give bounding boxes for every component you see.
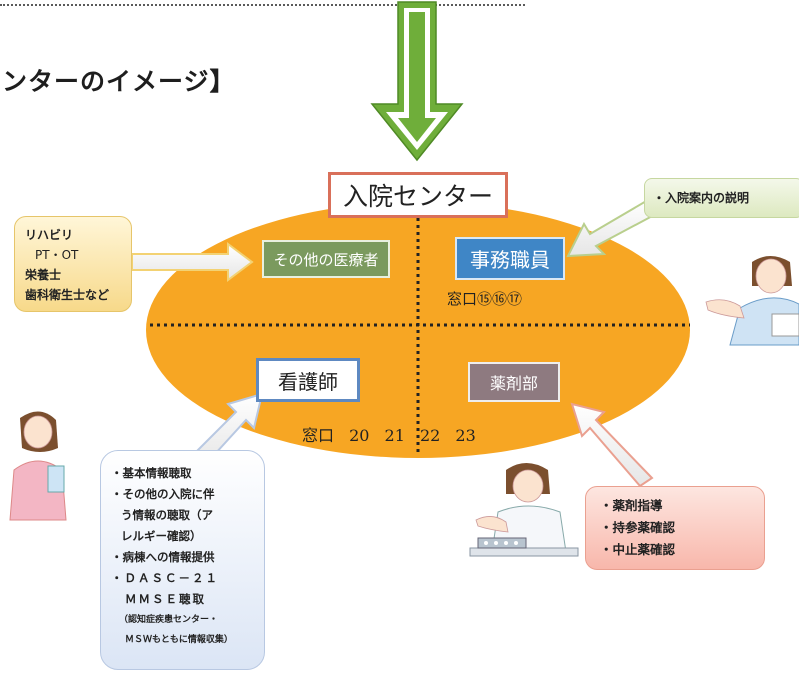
rehab-line: 歯科衛生士など [25, 288, 110, 302]
nurse-task-line: ・病棟への情報提供 [111, 550, 215, 564]
nurse-box: 看護師 [256, 358, 360, 402]
window-numbers-bottom: 窓口 20 21 22 23 [302, 426, 476, 445]
nurse-task-line: ・基本情報聴取 [111, 466, 192, 480]
pharmacy-tasks-callout: ・薬剤指導 ・持参薬確認 ・中止薬確認 [585, 486, 765, 570]
window-numbers-top: 窓口⑮⑯⑰ [447, 290, 523, 308]
nurse-figure-icon [9, 411, 67, 521]
rehab-line: PT・OT [35, 248, 79, 262]
admission-info-callout: ・入院案内の説明 [644, 178, 799, 218]
arrow-pharm-icon [570, 402, 654, 488]
nurse-task-line: ＭＭＳＥ聴取 [125, 592, 206, 606]
pharmacy-box: 薬剤部 [468, 362, 560, 402]
nurse-tasks-callout: ・基本情報聴取 ・その他の入院に伴 う情報の聴取（ア レルギー確認） ・病棟への… [100, 450, 265, 670]
clerk-figure-icon [705, 256, 799, 346]
pharmacist-figure-icon [469, 463, 579, 557]
info-line: ・入院案内の説明 [653, 191, 750, 205]
nurse-task-line: ・その他の入院に伴 [111, 487, 215, 501]
page-heading: ンターのイメージ】 [2, 67, 236, 96]
nurse-task-line: う情報の聴取（ア [121, 508, 213, 522]
down-arrow-icon [370, 1, 464, 162]
rehab-line: リハビリ [25, 228, 74, 242]
rehab-line: 栄養士 [25, 268, 62, 282]
nurse-note-line: ＭＳＷもともに情報収集） [125, 635, 233, 645]
nurse-task-line: ・ＤＡＳＣ－２１ [111, 571, 219, 585]
center-title-box: 入院センター [328, 172, 508, 218]
pharm-task-line: ・薬剤指導 [600, 498, 663, 513]
other-staff-box: その他の医療者 [262, 240, 390, 278]
pharm-task-line: ・持参薬確認 [600, 520, 676, 535]
top-dotted-border [0, 0, 525, 6]
nurse-note-line: （認知症疾患センター・ [119, 615, 219, 625]
arrow-info-icon [566, 198, 658, 258]
pharm-task-line: ・中止薬確認 [600, 542, 676, 557]
clerk-box: 事務職員 [455, 237, 565, 280]
rehab-callout: リハビリ PT・OT 栄養士 歯科衛生士など [14, 216, 132, 312]
nurse-task-line: レルギー確認） [121, 529, 202, 543]
arrow-rehab-icon [131, 242, 254, 282]
